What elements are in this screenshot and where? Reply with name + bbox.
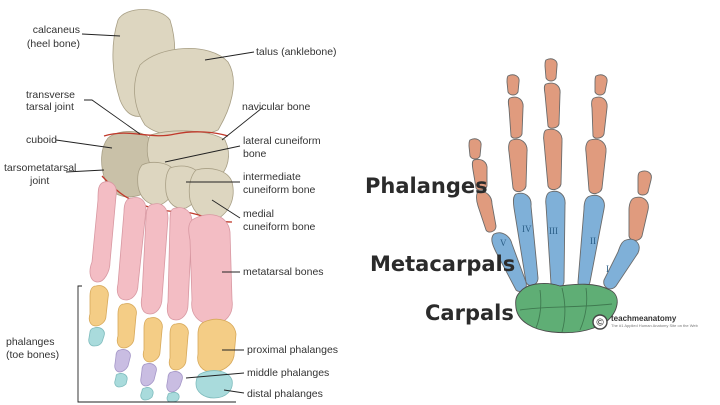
label-medial-cuneiform-sub: cuneiform bone	[243, 221, 316, 233]
metatarsal-2	[166, 207, 193, 321]
hand-illustration: V IV III II I Phalanges Metacarpals Carp…	[365, 58, 699, 334]
label-transverse-sub: tarsal joint	[26, 101, 74, 113]
middle-phalanx-3	[140, 363, 157, 387]
hand-phalanges	[468, 58, 652, 241]
label-lateral-cuneiform-sub: bone	[243, 148, 267, 160]
proximal-phalanx-2	[168, 323, 189, 371]
hand-phalanx-4-distal	[506, 74, 520, 96]
label-intermediate-cuneiform-sub: cuneiform bone	[243, 184, 316, 196]
metatarsal-4	[116, 197, 147, 301]
numeral-iv: IV	[522, 224, 532, 234]
label-phalanges-sub: (toe bones)	[6, 349, 59, 361]
metacarpal-1	[603, 238, 640, 290]
metacarpal-numerals: V IV III II I	[500, 224, 609, 274]
hand-phalanx-3-proximal	[543, 128, 563, 191]
numeral-v: V	[500, 238, 507, 248]
foot-leader-lines	[55, 33, 263, 403]
distal-phalanx-1	[195, 370, 233, 399]
credit-tagline: The #1 Applied Human Anatomy Site on the…	[611, 323, 699, 328]
hand-phalanx-3-distal	[544, 58, 558, 82]
numeral-i: I	[606, 264, 609, 274]
metatarsal-3	[140, 203, 169, 315]
middle-phalanx-4	[114, 349, 131, 373]
distal-phalanx-4	[114, 373, 128, 388]
hand-phalanx-1-proximal	[628, 196, 649, 241]
hand-phalanx-5-distal	[468, 138, 482, 160]
label-lateral-cuneiform: lateral cuneiform	[243, 135, 321, 147]
metatarsal-5	[89, 181, 117, 283]
label-tarsometatarsal-sub: joint	[29, 175, 49, 187]
middle-phalanx-2	[166, 371, 183, 393]
label-talus: talus (anklebone)	[256, 46, 337, 58]
hand-phalanx-2-middle	[591, 96, 608, 139]
middle-phalanges	[114, 349, 183, 393]
distal-phalanx-3	[140, 387, 154, 401]
hand-phalanx-4-middle	[507, 96, 524, 139]
medial-cuneiform-bone	[188, 168, 234, 221]
proximal-phalanx-3	[142, 317, 163, 363]
distal-phalanges	[88, 327, 233, 403]
metacarpal-3	[545, 190, 566, 290]
talus-bone	[134, 48, 234, 137]
label-medial-cuneiform: medial	[243, 208, 274, 220]
metacarpal-bones	[491, 190, 640, 293]
label-middle-phalanges: middle phalanges	[247, 367, 329, 379]
transverse-tarsal-joint-line	[103, 131, 229, 137]
label-transverse: transverse	[26, 89, 75, 101]
hand-labels: Phalanges Metacarpals Carpals	[365, 174, 515, 325]
numeral-ii: II	[590, 236, 596, 246]
proximal-phalanx-4	[116, 303, 137, 349]
label-hand-metacarpals: Metacarpals	[370, 252, 515, 276]
label-navicular: navicular bone	[242, 101, 310, 113]
foot-labels: calcaneus (heel bone) talus (anklebone) …	[4, 24, 338, 400]
label-calcaneus: calcaneus	[33, 24, 80, 36]
metatarsal-bones	[89, 181, 233, 325]
label-distal-phalanges: distal phalanges	[247, 388, 323, 400]
label-cuboid: cuboid	[26, 134, 57, 146]
distal-phalanx-2	[166, 391, 180, 403]
label-hand-carpals: Carpals	[425, 301, 514, 325]
teachmeanatomy-credit: © teachmeanatomy The #1 Applied Human An…	[592, 314, 699, 330]
label-calcaneus-sub: (heel bone)	[27, 38, 80, 50]
hand-phalanx-5-middle	[471, 159, 488, 191]
hand-phalanx-2-proximal	[585, 138, 607, 195]
credit-name: teachmeanatomy	[611, 314, 677, 323]
copyright-symbol: ©	[596, 318, 604, 329]
carpal-bones	[515, 283, 618, 334]
hand-phalanx-3-middle	[543, 82, 561, 129]
label-hand-phalanges: Phalanges	[365, 174, 488, 198]
proximal-phalanx-1	[197, 318, 237, 373]
proximal-phalanges	[88, 285, 237, 373]
proximal-phalanx-5	[88, 285, 109, 327]
hand-phalanx-1-distal	[637, 170, 652, 196]
metatarsal-1	[188, 214, 233, 325]
label-proximal-phalanges: proximal phalanges	[247, 344, 338, 356]
hand-phalanx-5-proximal	[476, 191, 497, 233]
label-intermediate-cuneiform: intermediate	[243, 171, 301, 183]
hand-phalanx-2-distal	[594, 74, 608, 96]
distal-phalanx-5	[88, 327, 105, 347]
label-tarsometatarsal: tarsometatarsal	[4, 162, 76, 174]
hand-phalanx-4-proximal	[508, 138, 528, 193]
copyright-icon	[592, 314, 608, 330]
label-metatarsal: metatarsal bones	[243, 266, 324, 278]
numeral-iii: III	[549, 226, 558, 236]
label-phalanges: phalanges	[6, 336, 54, 348]
foot-illustration: calcaneus (heel bone) talus (anklebone) …	[4, 9, 338, 403]
